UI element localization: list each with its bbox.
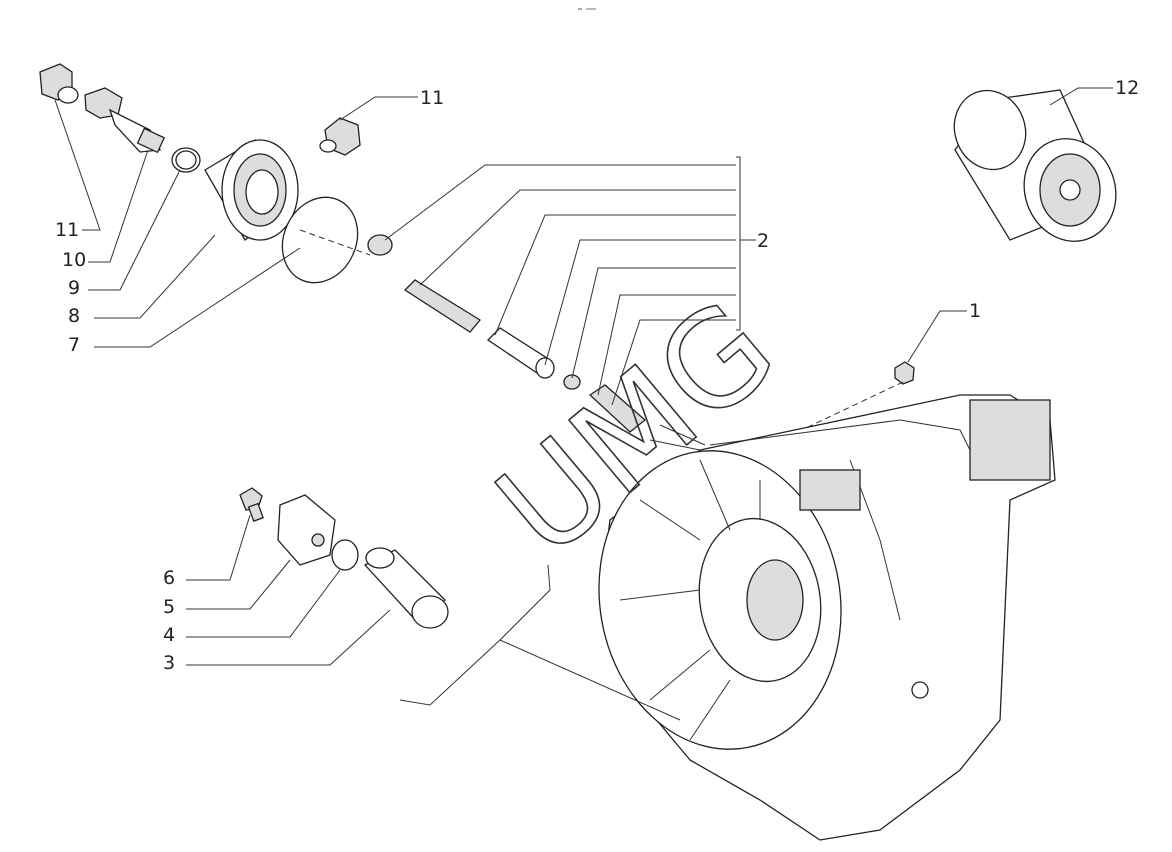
plug-part-11-right — [319, 117, 361, 156]
callout-12: 12 — [1115, 77, 1139, 99]
callout-9: 9 — [68, 277, 80, 299]
cover-plate-part-5 — [277, 494, 336, 566]
housing-part-8 — [204, 139, 299, 241]
callout-11-left: 11 — [55, 219, 79, 241]
callout-6: 6 — [163, 567, 175, 589]
callout-2: 2 — [757, 230, 769, 252]
plug-part-1 — [894, 361, 915, 385]
callout-4: 4 — [163, 624, 175, 646]
transmission-housing — [598, 394, 1056, 841]
callout-10: 10 — [62, 249, 86, 271]
valve-kit-part-2 — [367, 234, 647, 433]
fitting-part-10 — [84, 87, 166, 154]
callout-5: 5 — [163, 596, 175, 618]
callout-3: 3 — [163, 652, 175, 674]
header-mark — [578, 8, 596, 10]
leader-lines — [54, 87, 1113, 721]
plug-part-11-left — [39, 63, 79, 104]
sleeve-part-3 — [363, 547, 449, 629]
o-ring-part-7 — [281, 196, 359, 284]
callout-8: 8 — [68, 305, 80, 327]
o-ring-part-4 — [331, 539, 359, 571]
callout-7: 7 — [68, 334, 80, 356]
callout-1: 1 — [969, 300, 981, 322]
callout-11-top: 11 — [420, 87, 444, 109]
oil-filter-part-12 — [953, 89, 1117, 242]
